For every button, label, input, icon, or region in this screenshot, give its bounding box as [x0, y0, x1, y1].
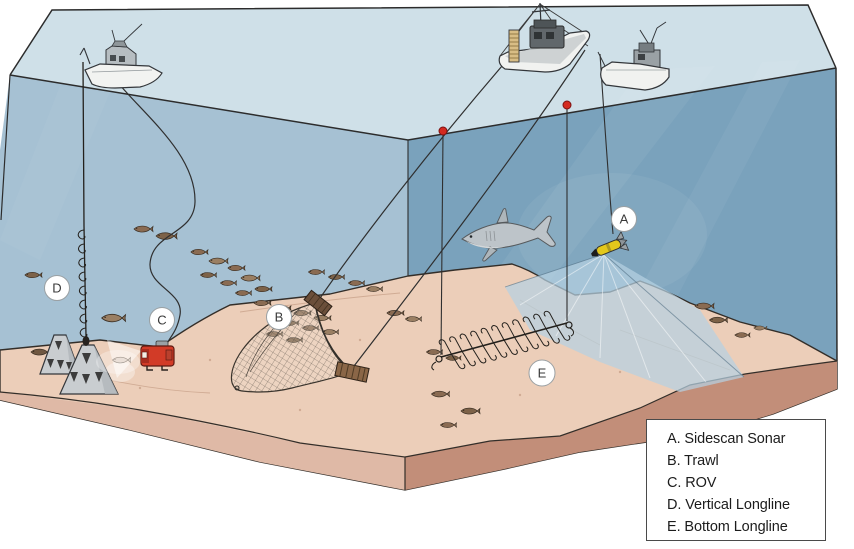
svg-text:E: E: [538, 366, 547, 381]
svg-text:D: D: [52, 281, 61, 296]
bottom-longline: [431, 100, 574, 371]
rov: [96, 83, 196, 378]
legend-item-vertical-longline: D. Vertical Longline: [667, 497, 790, 513]
rov-tether: [118, 83, 196, 345]
legend: A. Sidescan Sonar B. Trawl C. ROV D. Ver…: [646, 419, 826, 541]
marker-a: A: [611, 206, 637, 232]
trawl-warp-starboard: [353, 49, 586, 367]
sand-face-right: [405, 361, 837, 490]
svg-text:A: A: [620, 212, 629, 227]
boat-trawler: [498, 2, 591, 73]
boat-survey: [597, 21, 670, 91]
legend-item-trawl: B. Trawl: [667, 453, 719, 469]
reef-pyramid-large: [59, 344, 119, 395]
legend-item-bottom-longline: E. Bottom Longline: [667, 519, 788, 535]
trawl-warp-port: [317, 65, 503, 302]
water-wall-left: [0, 75, 408, 350]
trawl: [230, 49, 586, 393]
buoy-icon: [438, 126, 448, 136]
buoy-icon: [562, 100, 572, 110]
svg-text:C: C: [157, 313, 166, 328]
legend-item-sidescan-sonar: A. Sidescan Sonar: [667, 431, 786, 447]
sonar-swath: [504, 253, 745, 392]
buoy-line-left: [440, 133, 444, 356]
longline-weight: [82, 336, 90, 346]
legend-item-rov: C. ROV: [667, 475, 717, 491]
trawl-door-upper: [303, 289, 333, 317]
sea-surface: [10, 5, 836, 140]
svg-text:B: B: [275, 310, 284, 325]
boat-left: [79, 23, 163, 89]
artificial-reef-pyramids: [39, 334, 135, 395]
label-markers: A B C D E: [44, 206, 637, 387]
shark: [461, 208, 556, 262]
sand-face-left: [0, 392, 405, 490]
vertical-longline: [77, 61, 90, 346]
box-edges: [0, 4, 838, 362]
marker-b: B: [266, 304, 292, 330]
trawl-door-lower: [334, 361, 370, 383]
marker-c: C: [149, 307, 175, 333]
marker-d: D: [44, 275, 70, 301]
marker-e: E: [528, 359, 556, 387]
